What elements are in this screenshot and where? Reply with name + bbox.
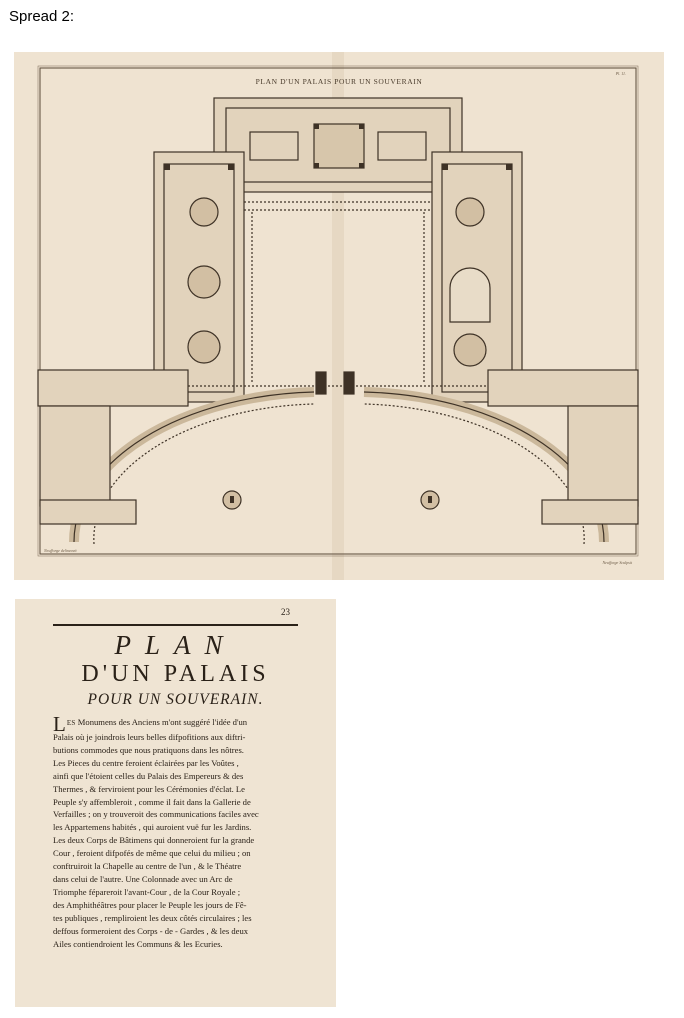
body-line: dans celui de l'autre. Une Colonnade ave…	[53, 873, 233, 884]
plate-border-outer	[37, 65, 639, 557]
plate-number: Pl. 11.	[615, 71, 626, 76]
body-line: Cour , feroient difpofés de même que cel…	[53, 848, 251, 859]
title-line-1: PLAN	[114, 630, 237, 660]
body-line: Les deux Corps de Bâtimens qui donneroie…	[53, 835, 255, 846]
body-line: Peuple s'y affembleroit , comme il fait …	[53, 796, 251, 807]
drop-cap: L	[53, 716, 66, 731]
body-line: Triomphe fépareroit l'avant-Cour , de la…	[53, 886, 241, 897]
plate-credit-right: Neufforge Sculpsit	[601, 560, 632, 565]
text-page: 23 PLAN D'UN PALAIS POUR UN SOUVERAIN. L…	[15, 599, 336, 1007]
spread-label: Spread 2:	[9, 8, 75, 25]
first-word-smallcaps: ES	[66, 719, 76, 727]
body-line: des Amphithéâtres pour placer le Peuple …	[53, 899, 247, 910]
header-rule	[53, 624, 298, 626]
body-line: conftruiroit la Chapelle au centre de l'…	[53, 861, 242, 872]
title-line-2: D'UN PALAIS	[81, 661, 270, 687]
plate-title: PLAN D'UN PALAIS POUR UN SOUVERAIN	[256, 77, 423, 86]
body-line: Palais où je joindrois leurs belles difp…	[53, 732, 246, 742]
palace-floor-plan: PLAN D'UN PALAIS POUR UN SOUVERAIN Pl. 1…	[37, 52, 639, 580]
body-line: tes publiques , rempliroient les deux cô…	[53, 912, 252, 923]
architectural-plate: PLAN D'UN PALAIS POUR UN SOUVERAIN Pl. 1…	[14, 52, 664, 580]
plate-credit-left: Neufforge delineavit	[43, 548, 78, 553]
plate-border	[39, 67, 637, 555]
body-line: butions commodes que nous pratiquons dan…	[53, 744, 244, 755]
body-line: Les Pieces du centre feroient éclairées …	[53, 757, 239, 768]
body-line-text: Monumens des Anciens m'ont suggéré l'idé…	[75, 717, 248, 727]
body-line: Ailes contiendroient les Communs & les E…	[53, 938, 223, 949]
body-line: les Appartemens habités , qui auroient v…	[53, 822, 252, 833]
body-line: ainfi que l'étoient celles du Palais des…	[53, 770, 244, 781]
body-line: Thermes , & ferviroient pour les Cérémon…	[53, 783, 245, 794]
body-line: deffous formeroient des Corps - de - Gar…	[53, 925, 249, 936]
body-line: Verfailles ; on y trouveroit des communi…	[53, 809, 259, 820]
plan-walls	[37, 97, 639, 545]
page-number: 23	[281, 607, 290, 617]
title-line-3: POUR UN SOUVERAIN.	[87, 691, 264, 708]
plan-pillars	[164, 124, 512, 503]
